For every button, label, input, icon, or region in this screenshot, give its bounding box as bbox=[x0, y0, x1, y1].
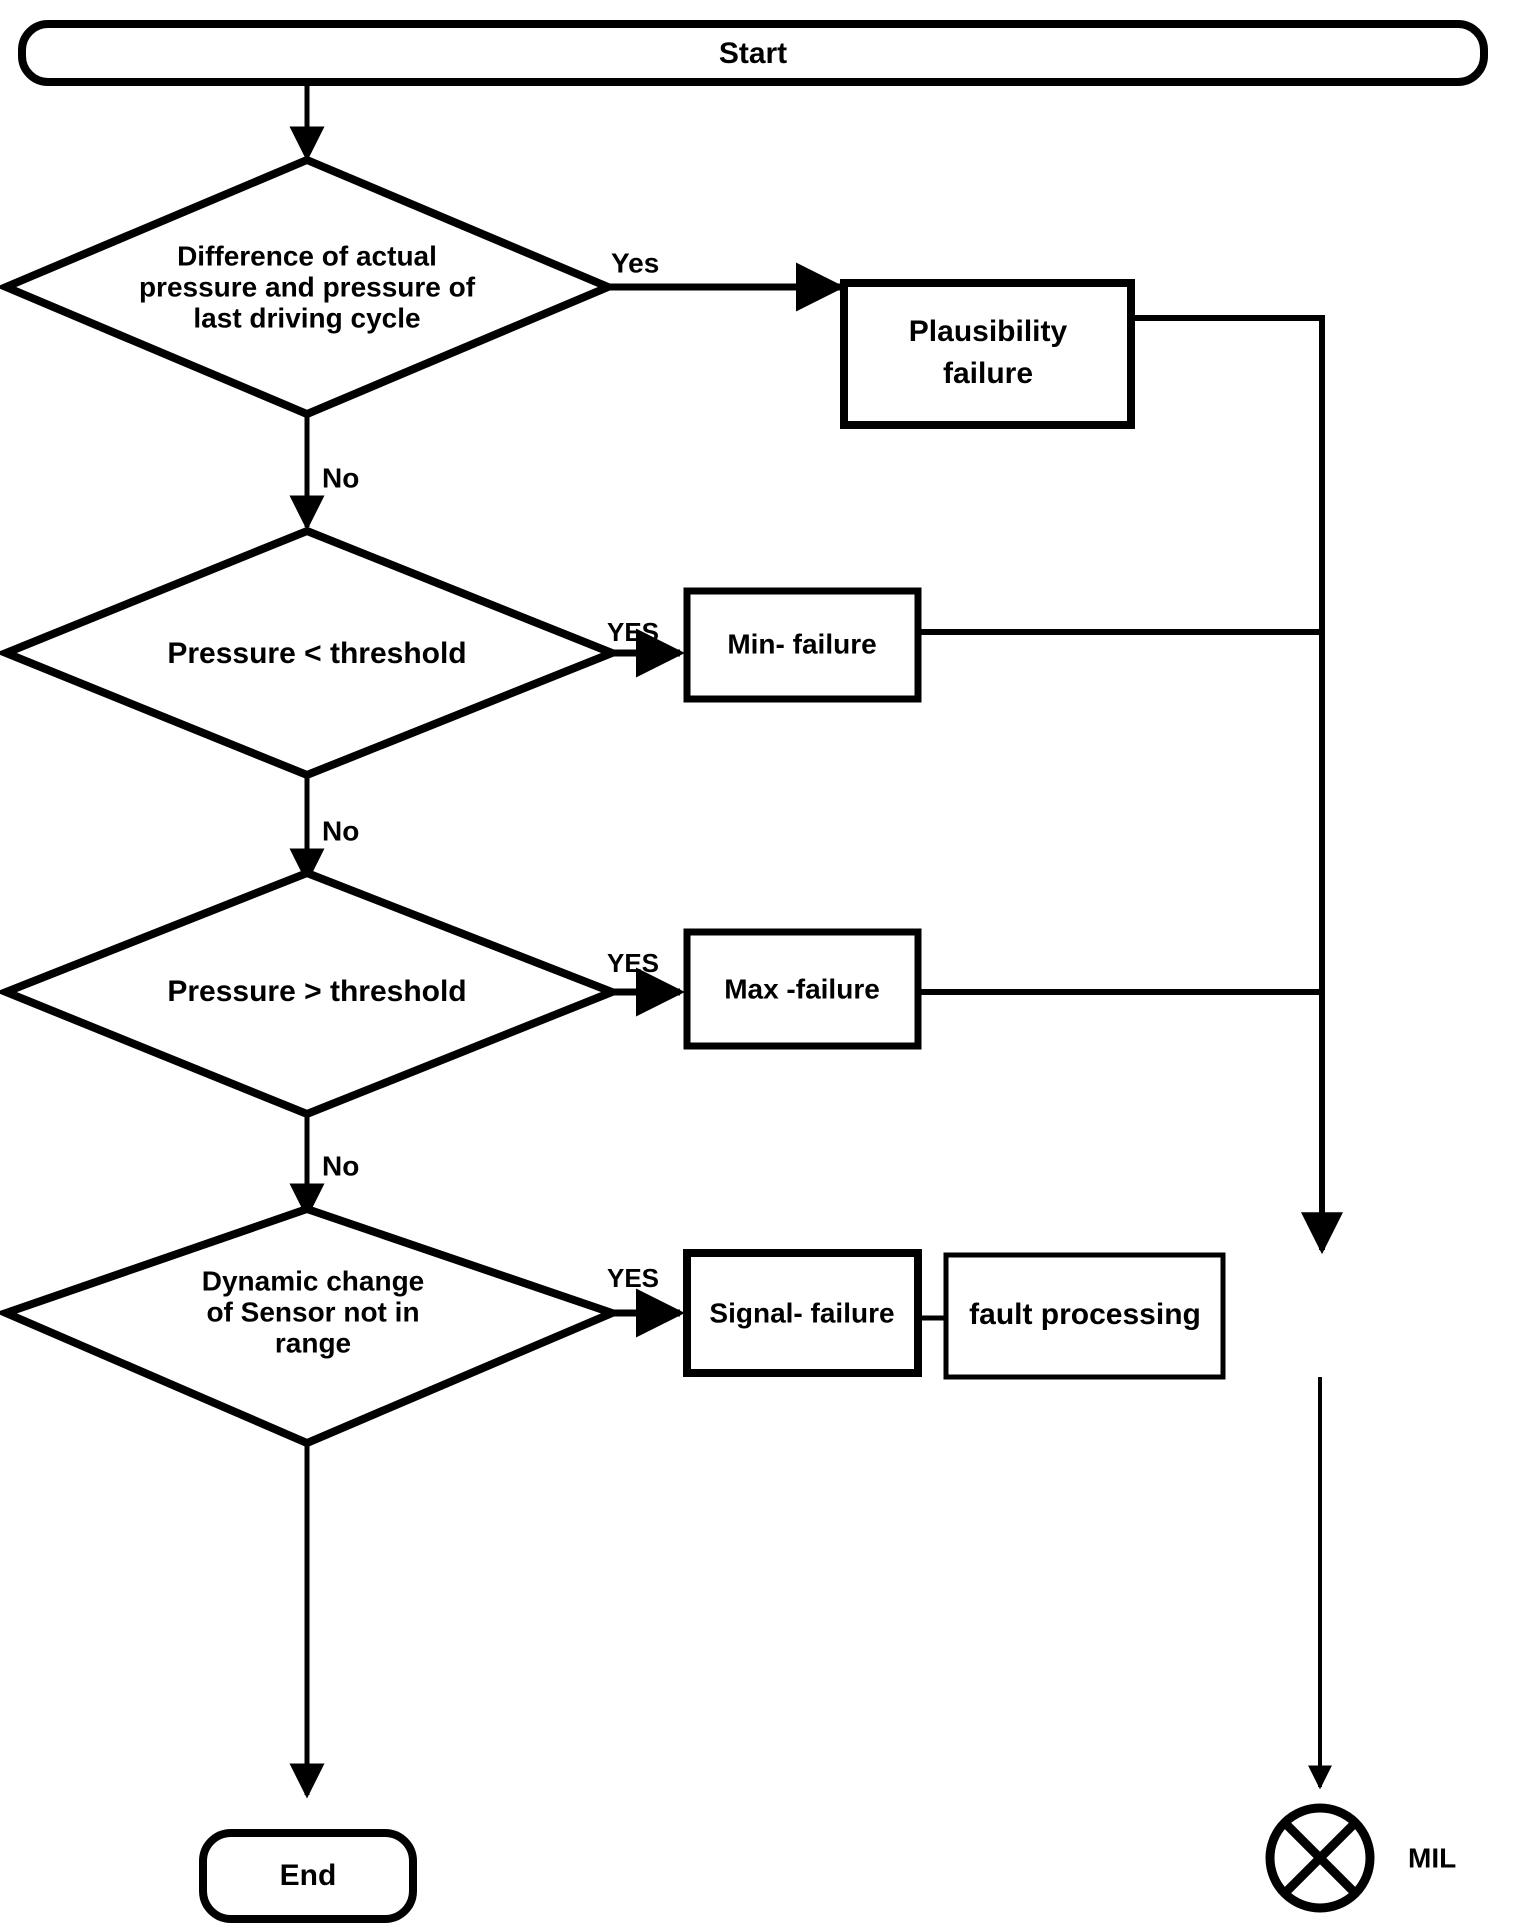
node-decision-2: Pressure < threshold bbox=[0, 526, 623, 780]
node-plausibility-failure: Plausibility failure bbox=[840, 279, 1135, 429]
node-max-failure-label: Max -failure bbox=[724, 973, 880, 1004]
edge-label-yes-3: YES bbox=[607, 948, 659, 978]
node-signal-failure: Signal- failure bbox=[683, 1249, 922, 1377]
node-max-failure: Max -failure bbox=[683, 928, 922, 1050]
node-decision-1-label-line-2: pressure and pressure of bbox=[139, 271, 476, 302]
node-mil-lamp bbox=[1265, 1803, 1375, 1913]
node-signal-failure-label: Signal- failure bbox=[709, 1297, 894, 1328]
node-decision-4-label-line-2: of Sensor not in bbox=[206, 1296, 419, 1327]
node-mil-lamp-label: MIL bbox=[1408, 1842, 1456, 1873]
node-decision-1-label-line-3: last driving cycle bbox=[193, 302, 420, 333]
node-plausibility-label-line-1: Plausibility bbox=[909, 315, 1068, 348]
edge-label-yes-1: Yes bbox=[611, 247, 659, 278]
node-plausibility-label-line-2: failure bbox=[943, 357, 1033, 390]
mil-cross-stroke-b bbox=[1281, 1819, 1359, 1897]
node-fault-processing: fault processing bbox=[943, 1252, 1226, 1380]
edge-label-no-3: No bbox=[322, 1150, 359, 1181]
node-decision-1: Difference of actual pressure and pressu… bbox=[0, 155, 619, 419]
node-end: End bbox=[199, 1829, 417, 1923]
node-start: Start bbox=[18, 20, 1488, 86]
node-min-failure-label: Min- failure bbox=[727, 628, 876, 659]
node-fault-processing-label: fault processing bbox=[969, 1298, 1201, 1331]
node-decision-1-label-line-1: Difference of actual bbox=[177, 240, 437, 271]
node-min-failure: Min- failure bbox=[683, 587, 922, 703]
node-decision-4-label-line-1: Dynamic change bbox=[202, 1265, 425, 1296]
edge-label-no-1: No bbox=[322, 462, 359, 493]
edge-label-no-2: No bbox=[322, 815, 359, 846]
edge-label-yes-2: YES bbox=[607, 617, 659, 647]
node-decision-2-label: Pressure < threshold bbox=[167, 637, 466, 670]
node-decision-4: Dynamic change of Sensor not in range bbox=[0, 1204, 624, 1448]
node-decision-3: Pressure > threshold bbox=[0, 868, 623, 1119]
edge-label-yes-4: YES bbox=[607, 1263, 659, 1293]
node-end-label: End bbox=[280, 1859, 337, 1892]
node-decision-4-label-line-3: range bbox=[275, 1327, 351, 1358]
node-decision-3-label: Pressure > threshold bbox=[167, 975, 466, 1008]
node-start-label: Start bbox=[719, 37, 787, 70]
